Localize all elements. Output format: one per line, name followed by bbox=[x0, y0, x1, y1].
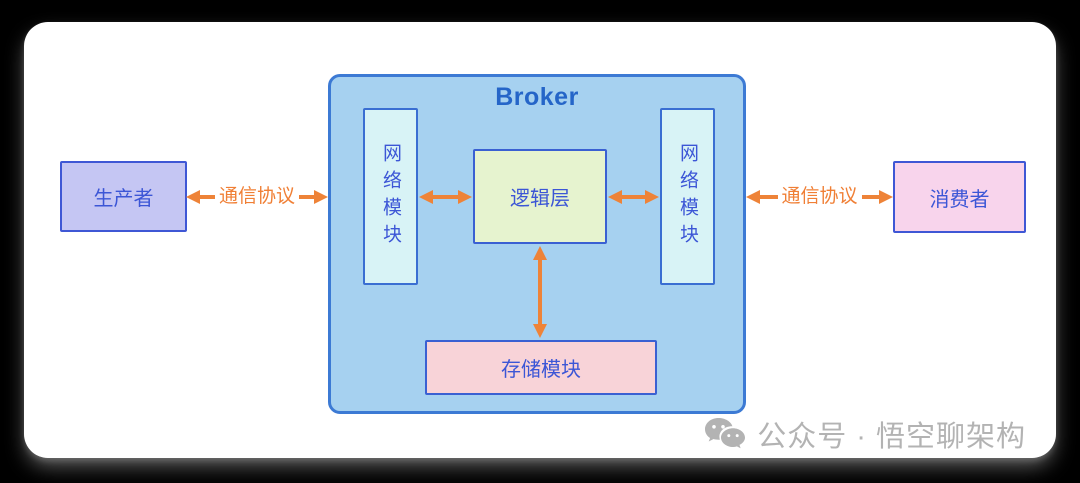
link-broker-consumer-label: 通信协议 bbox=[777, 185, 862, 209]
arrow-network-left-logic bbox=[419, 189, 472, 205]
link-broker-consumer: 通信协议 bbox=[746, 185, 893, 209]
consumer-box: 消费者 bbox=[893, 161, 1026, 233]
watermark: 公众号 · 悟空聊架构 bbox=[704, 413, 1026, 455]
arrow-logic-network-right bbox=[608, 189, 659, 205]
arrow-logic-storage bbox=[532, 246, 548, 338]
producer-label: 生产者 bbox=[93, 188, 154, 210]
content-card: 生产者 通信协议 Broker 网络模块 逻辑层 网络模块 存储模块 通信协议 bbox=[24, 22, 1056, 458]
storage-module-label: 存储模块 bbox=[501, 359, 581, 381]
network-module-right-label: 网络模块 bbox=[677, 142, 698, 251]
arrow-line bbox=[619, 195, 648, 199]
network-module-right: 网络模块 bbox=[660, 108, 715, 285]
logic-layer-box: 逻辑层 bbox=[473, 149, 607, 244]
consumer-label: 消费者 bbox=[929, 188, 990, 211]
link-producer-broker: 通信协议 bbox=[186, 185, 328, 209]
arrow-line bbox=[430, 195, 461, 199]
broker-title: Broker bbox=[495, 83, 579, 111]
producer-box: 生产者 bbox=[60, 161, 187, 232]
logic-layer-label: 逻辑层 bbox=[510, 188, 570, 210]
storage-module-box: 存储模块 bbox=[425, 340, 657, 395]
watermark-text: 公众号 · 悟空聊架构 bbox=[757, 421, 1026, 453]
link-producer-broker-label: 通信协议 bbox=[214, 185, 300, 209]
wechat-icon bbox=[704, 417, 746, 452]
network-module-left: 网络模块 bbox=[363, 108, 418, 285]
arrow-line bbox=[538, 257, 542, 327]
network-module-left-label: 网络模块 bbox=[380, 142, 401, 251]
